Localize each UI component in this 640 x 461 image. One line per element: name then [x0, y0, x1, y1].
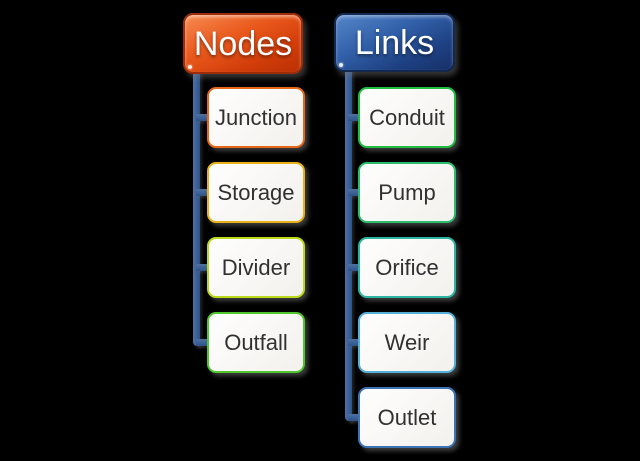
links-connector-stub-pump — [348, 189, 359, 196]
links-connector-stub-outlet — [348, 414, 359, 421]
link-shape-pump: Pump — [358, 162, 456, 223]
nodes-header-shape: Nodes — [183, 13, 303, 74]
nodes-connector-stub-storage — [196, 189, 207, 196]
link-shape-weir: Weir — [358, 312, 456, 373]
links-connector-line — [345, 66, 352, 421]
nodes-connector-line — [193, 68, 200, 346]
links-connector-stub-weir — [348, 339, 359, 346]
links-connector-stub-conduit — [348, 114, 359, 121]
link-shape-outlet: Outlet — [358, 387, 456, 448]
node-shape-divider: Divider — [207, 237, 305, 298]
nodes-connector-stub-divider — [196, 264, 207, 271]
link-shape-orifice: Orifice — [358, 237, 456, 298]
node-shape-storage: Storage — [207, 162, 305, 223]
node-shape-junction: Junction — [207, 87, 305, 148]
nodes-connector-stub-junction — [196, 114, 207, 121]
nodes-connector-stub-outfall — [196, 339, 207, 346]
links-header-shape: Links — [334, 13, 455, 72]
link-shape-conduit: Conduit — [358, 87, 456, 148]
links-connector-stub-orifice — [348, 264, 359, 271]
node-shape-outfall: Outfall — [207, 312, 305, 373]
